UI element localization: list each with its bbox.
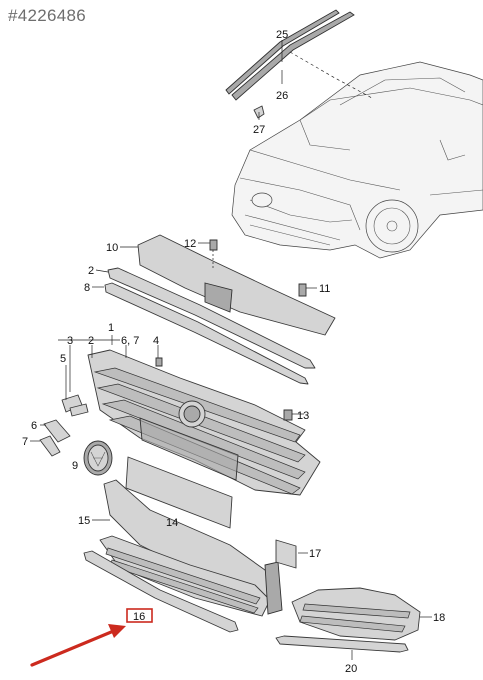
callout-18: 18 xyxy=(433,612,445,624)
callout-1: 1 xyxy=(108,322,114,334)
callout-9: 9 xyxy=(72,460,78,472)
vehicle-illustration xyxy=(231,61,483,259)
callout-6-7: 6, 7 xyxy=(121,335,139,347)
callout-12: 12 xyxy=(184,238,196,250)
callout-labels: 25 26 27 10 12 2 8 11 1 3 2 6, 7 4 5 13 … xyxy=(22,29,445,675)
part-9-emblem xyxy=(83,440,113,476)
parts-18-20-side-grille xyxy=(275,587,432,660)
callout-11: 11 xyxy=(319,283,330,295)
callout-4: 4 xyxy=(153,335,159,347)
part-16-lower-grille xyxy=(83,535,308,633)
callout-3: 3 xyxy=(67,335,73,347)
callout-10: 10 xyxy=(106,242,118,254)
part-10-carrier xyxy=(120,234,336,336)
callout-13: 13 xyxy=(297,410,309,422)
part-1-radiator-grille xyxy=(58,335,321,496)
callout-7: 7 xyxy=(22,436,28,448)
callout-5: 5 xyxy=(60,353,66,365)
highlight-box xyxy=(126,608,153,623)
callout-2-lower: 2 xyxy=(88,335,94,347)
callout-15: 15 xyxy=(78,515,90,527)
callout-6: 6 xyxy=(31,420,37,432)
callout-14: 14 xyxy=(166,517,178,529)
callout-25: 25 xyxy=(276,29,288,41)
callout-27: 27 xyxy=(253,124,265,136)
brackets-5-6-7 xyxy=(30,365,89,457)
red-pointer-arrow xyxy=(30,624,126,667)
callout-20: 20 xyxy=(345,663,357,675)
roof-mouldings xyxy=(225,9,373,120)
callout-2-upper: 2 xyxy=(88,265,94,277)
callout-26: 26 xyxy=(276,90,288,102)
callout-8: 8 xyxy=(84,282,90,294)
callout-16: 16 xyxy=(133,611,145,623)
reference-number: #4226486 xyxy=(8,6,87,25)
parts-2-8-strips xyxy=(92,267,316,385)
callout-17: 17 xyxy=(309,548,321,560)
part-14-plate-bracket xyxy=(125,456,233,529)
